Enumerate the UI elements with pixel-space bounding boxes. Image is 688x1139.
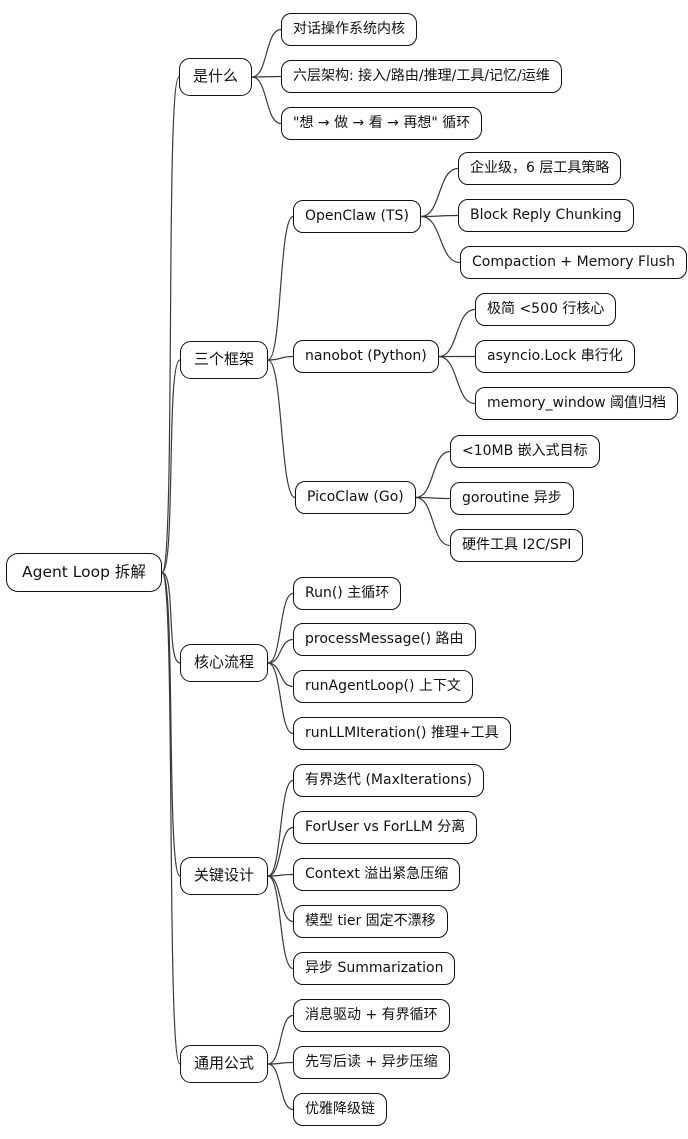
node-run-llm-iteration[interactable]: runLLMIteration() 推理+工具 [293, 717, 511, 750]
node-context-overflow-compression[interactable]: Context 溢出紧急压缩 [293, 858, 461, 891]
node-hardware-tools-i2c-spi[interactable]: 硬件工具 I2C/SPI [450, 529, 584, 562]
node-write-first-read-later[interactable]: 先写后读 + 异步压缩 [293, 1046, 450, 1079]
node-openclaw-ts[interactable]: OpenClaw (TS) [293, 200, 421, 233]
node-compaction-memory-flush[interactable]: Compaction + Memory Flush [460, 246, 687, 279]
node-foruser-vs-forllm[interactable]: ForUser vs ForLLM 分离 [293, 811, 478, 844]
node-core-flow[interactable]: 核心流程 [180, 644, 269, 682]
node-asyncio-lock-serialization[interactable]: asyncio.Lock 串行化 [475, 340, 635, 373]
node-minimal-500-line-core[interactable]: 极简 <500 行核心 [475, 293, 617, 326]
node-nanobot-python[interactable]: nanobot (Python) [293, 340, 439, 373]
node-bounded-iteration[interactable]: 有界迭代 (MaxIterations) [293, 764, 484, 797]
node-key-design[interactable]: 关键设计 [180, 857, 269, 895]
node-six-layer-architecture[interactable]: 六层架构: 接入/路由/推理/工具/记忆/运维 [281, 60, 562, 93]
node-think-do-see-rethink-loop[interactable]: "想 → 做 → 看 → 再想" 循环 [281, 107, 483, 140]
node-process-message-routing[interactable]: processMessage() 路由 [293, 623, 476, 656]
node-async-summarization[interactable]: 异步 Summarization [293, 952, 456, 985]
node-run-agent-loop-context[interactable]: runAgentLoop() 上下文 [293, 670, 473, 703]
node-10mb-embedded-target[interactable]: <10MB 嵌入式目标 [450, 435, 600, 468]
node-graceful-degradation-chain[interactable]: 优雅降级链 [293, 1093, 387, 1126]
node-picoclaw-go[interactable]: PicoClaw (Go) [295, 481, 416, 514]
node-goroutine-async[interactable]: goroutine 异步 [450, 482, 574, 515]
node-root[interactable]: Agent Loop 拆解 [6, 553, 162, 592]
node-what-is-it[interactable]: 是什么 [179, 58, 253, 96]
node-enterprise-tool-policy[interactable]: 企业级，6 层工具策略 [458, 152, 622, 185]
node-block-reply-chunking[interactable]: Block Reply Chunking [458, 199, 634, 232]
node-universal-formula[interactable]: 通用公式 [180, 1045, 269, 1083]
node-dialog-os-kernel[interactable]: 对话操作系统内核 [281, 13, 417, 46]
node-three-frameworks[interactable]: 三个框架 [180, 341, 269, 379]
node-run-main-loop[interactable]: Run() 主循环 [293, 577, 402, 610]
node-memory-window-archiving[interactable]: memory_window 阈值归档 [475, 387, 679, 420]
node-model-tier-fixed[interactable]: 模型 tier 固定不漂移 [293, 905, 448, 938]
node-message-driven-bounded-loop[interactable]: 消息驱动 + 有界循环 [293, 999, 450, 1032]
